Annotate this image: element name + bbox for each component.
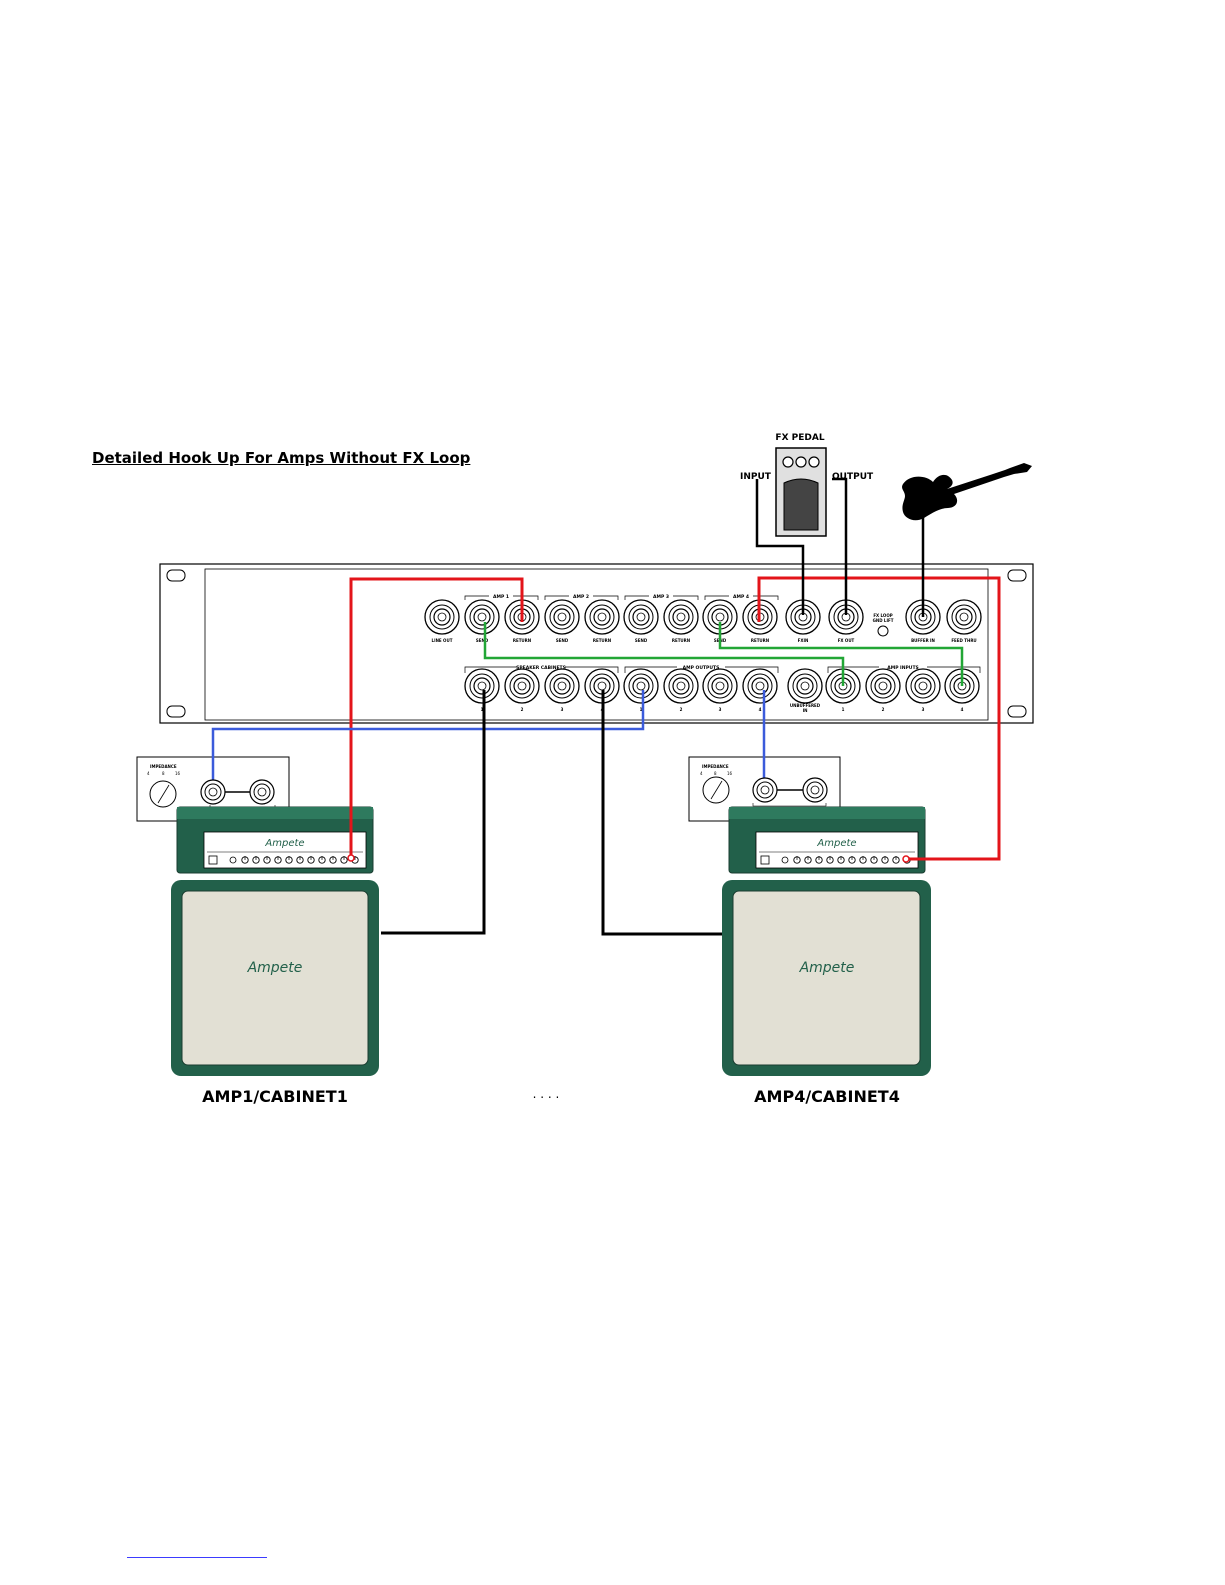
amp4-cabinet-jack-1[interactable] xyxy=(752,777,778,803)
rack-group-label: AMP 1 xyxy=(493,594,509,600)
rack-bottom-jack[interactable] xyxy=(865,668,901,704)
rack-bottom-jack[interactable] xyxy=(742,668,778,704)
cable-black-cab1 xyxy=(381,690,486,935)
page-title: Detailed Hook Up For Amps Without FX Loo… xyxy=(92,449,471,467)
cable-black-fx-out xyxy=(832,477,848,615)
ohm-8: 8 xyxy=(162,771,165,776)
rack-bottom-jack[interactable] xyxy=(787,668,823,704)
cabinet1-brand: Ampete xyxy=(247,960,303,976)
rack-top-jack-label: BUFFER IN xyxy=(911,638,935,643)
rack-group-label: AMP 3 xyxy=(653,594,669,600)
rack-group-label: AMP 4 xyxy=(733,594,749,600)
cabinet4-brand: Ampete xyxy=(799,960,855,976)
cabinet1: Ampete xyxy=(171,880,379,1076)
rack-bottom-jack-label: 1 xyxy=(481,707,484,712)
rack-top-jack[interactable] xyxy=(785,599,821,635)
guitar-icon xyxy=(902,463,1032,521)
fx-output-label: OUTPUT xyxy=(832,472,874,482)
rack-bottom-jack-label: 4 xyxy=(961,707,964,712)
ohm-4: 4 xyxy=(700,771,703,776)
rack-bottom-jack[interactable] xyxy=(504,668,540,704)
label-amp4-cabinet4: AMP4/CABINET4 xyxy=(754,1087,900,1106)
impedance-label: IMPEDANCE xyxy=(702,764,729,769)
amp1-brand: Ampete xyxy=(264,838,304,849)
amp1-head: Ampete xyxy=(176,806,374,874)
footnote-rule xyxy=(127,1557,267,1558)
cables xyxy=(211,477,1001,936)
rack-bottom-jack[interactable] xyxy=(663,668,699,704)
label-dots: . . . . xyxy=(533,1087,560,1101)
ohm-16: 16 xyxy=(727,771,733,776)
rack-top-jack[interactable] xyxy=(663,599,699,635)
rack-top-jack[interactable] xyxy=(584,599,620,635)
rack-bottom-jack[interactable] xyxy=(544,668,580,704)
ohm-8: 8 xyxy=(714,771,717,776)
rack-top-jack[interactable] xyxy=(424,599,460,635)
rack-bottom-jack-label: 1 xyxy=(842,707,845,712)
fx-pedal: FX PEDAL INPUT OUTPUT xyxy=(740,433,874,537)
cable-blue-amp1 xyxy=(211,690,645,790)
rack-bottom-jack-label: 2 xyxy=(521,707,524,712)
plug-dots xyxy=(347,854,910,863)
rack-group-label: AMP OUTPUTS xyxy=(683,665,720,671)
amp4-cabinet-jack-2[interactable] xyxy=(802,777,828,803)
rack-bottom-jack-label: 3 xyxy=(922,707,925,712)
amp4-brand: Ampete xyxy=(816,838,856,849)
cable-green-amp1 xyxy=(483,622,845,686)
rack-bottom-jack[interactable] xyxy=(905,668,941,704)
label-amp1-cabinet1: AMP1/CABINET1 xyxy=(202,1087,348,1106)
fx-pedal-label: FX PEDAL xyxy=(775,433,824,443)
rack-top-jack[interactable] xyxy=(946,599,982,635)
rack-top-jack-label: RETURN xyxy=(751,638,769,643)
rack-top-jack-label: RETURN xyxy=(513,638,531,643)
rack-top-jack-label: FEED THRU xyxy=(951,638,976,643)
rack-top-jack[interactable] xyxy=(464,599,500,635)
rack-bottom-jack[interactable] xyxy=(702,668,738,704)
impedance-label: IMPEDANCE xyxy=(150,764,177,769)
amp1-cabinet-jack-1[interactable] xyxy=(200,779,226,805)
rack-top-jack-label: FXIN xyxy=(798,638,809,643)
amp4-head: Ampete xyxy=(728,806,926,874)
rack-bottom-jack[interactable] xyxy=(584,668,620,704)
rack-bottom-jack-label: 2 xyxy=(680,707,683,712)
rack-top-jack[interactable] xyxy=(623,599,659,635)
cable-red-amp4 xyxy=(757,576,1001,861)
rack-top-jack-label: FX OUT xyxy=(838,638,855,643)
rack-group-label: SPEAKER CABINETS xyxy=(516,665,566,671)
fx-input-label: INPUT xyxy=(740,472,772,482)
rack-top-jack-label: SEND xyxy=(476,638,489,643)
gnd-lift-label-1: FX LOOP xyxy=(873,613,892,618)
ohm-16: 16 xyxy=(175,771,181,776)
rack-bottom-jack-label: 3 xyxy=(561,707,564,712)
rack-top-jack[interactable] xyxy=(828,599,864,635)
rack-bottom-jack[interactable] xyxy=(623,668,659,704)
rack-top-jack-label: SEND xyxy=(635,638,648,643)
cable-red-amp1 xyxy=(349,577,524,857)
rack-group-label: AMP 2 xyxy=(573,594,589,600)
rack-top-jack-label: RETURN xyxy=(593,638,611,643)
rack-top-jack-label: SEND xyxy=(556,638,569,643)
cable-black-fx-in xyxy=(755,479,805,615)
rack-unit: FX LOOP GND LIFT LINE OUT SEND RETURN SEND R… xyxy=(159,563,1034,724)
ohm-4: 4 xyxy=(147,771,150,776)
gnd-lift-label-2: GND LIFT xyxy=(873,618,894,623)
cabinet4: Ampete xyxy=(722,880,931,1076)
amp1-cabinet-jack-2[interactable] xyxy=(249,779,275,805)
rack-bottom-jack-label: 1 xyxy=(640,707,643,712)
rack-top-jack-label: LINE OUT xyxy=(432,638,453,643)
rack-bottom-jack[interactable] xyxy=(464,668,500,704)
rack-top-jack[interactable] xyxy=(544,599,580,635)
cable-black-cab4 xyxy=(601,690,722,936)
rack-bottom-jack-label: 4 xyxy=(759,707,762,712)
rack-bottom-jack-label: 2 xyxy=(882,707,885,712)
cable-green-amp4 xyxy=(718,622,964,686)
rack-bottom-jack-label: 3 xyxy=(719,707,722,712)
rack-top-jack[interactable] xyxy=(702,599,738,635)
rack-top-jack-label: RETURN xyxy=(672,638,690,643)
rack-group-label: AMP INPUTS xyxy=(887,665,919,671)
